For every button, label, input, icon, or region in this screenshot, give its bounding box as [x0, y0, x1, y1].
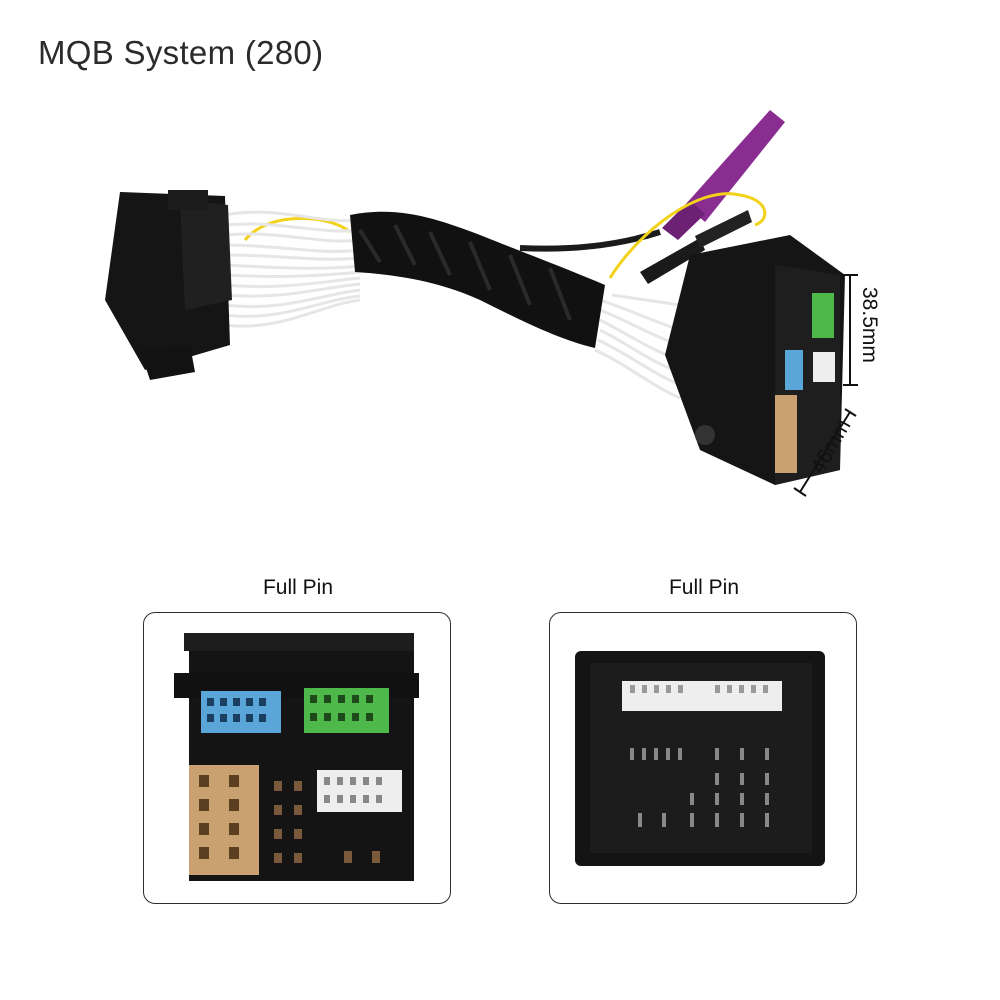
harness-photo: 38.5mm 46mm: [105, 110, 881, 497]
green-pin-block: [304, 688, 389, 733]
panel-left-label: Full Pin: [262, 576, 334, 599]
dimension-lines: [793, 274, 858, 497]
taped-bundle: [350, 211, 605, 348]
left-connector: [105, 190, 232, 380]
dimension-height-label: 38.5mm: [858, 287, 881, 363]
fuse-holder: [640, 210, 752, 284]
male-connector-photo: [575, 651, 825, 866]
white-pin-block: [317, 770, 402, 812]
panel-right: [549, 612, 857, 904]
panel-left: [143, 612, 451, 904]
white-wires-left: [224, 210, 361, 328]
blue-pin-block: [201, 691, 281, 733]
yellow-wire: [243, 192, 767, 279]
female-connector-photo: [174, 633, 419, 881]
white-pin-row: [622, 681, 782, 711]
page-title: MQB System (280): [38, 34, 324, 71]
right-connector: [665, 235, 845, 485]
tan-pin-block: [189, 765, 259, 875]
panel-right-label: Full Pin: [668, 576, 740, 599]
